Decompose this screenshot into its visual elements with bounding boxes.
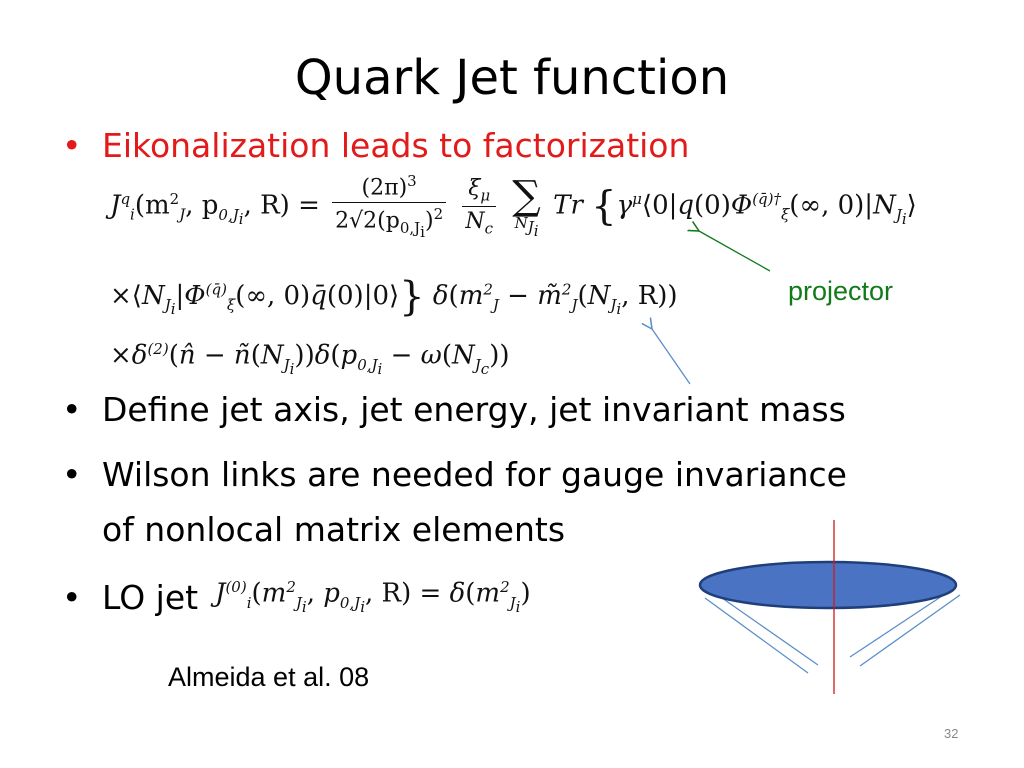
page-number: 32 bbox=[944, 726, 959, 741]
bullet-marker: • bbox=[62, 126, 82, 165]
bullet-lo-jet: • LO jet bbox=[62, 578, 198, 618]
citation: Almeida et al. 08 bbox=[168, 662, 370, 692]
jet-cone-lines bbox=[704, 591, 961, 674]
bullet-eikonalization: • Eikonalization leads to factorization bbox=[62, 126, 689, 166]
equation-line-3: ×δ(2)(n̂ − ñ(NJi))δ(p0,Ji − ω(NJc)) bbox=[110, 340, 510, 378]
projector-arrow-green bbox=[699, 231, 771, 272]
slide-title: Quark Jet function bbox=[294, 50, 730, 106]
equation-line-2: ×⟨NJi|Φ(q̄)ξ(∞, 0)q̄(0)|0⟩} δ(m2J − m̃2J… bbox=[110, 274, 678, 320]
bullet-text: Define jet axis, jet energy, jet invaria… bbox=[102, 390, 846, 429]
lo-jet-equation: J(0)i(m2Ji, p0,Ji, R) = δ(m2Ji) bbox=[215, 578, 531, 616]
bullet-define-jet: • Define jet axis, jet energy, jet invari… bbox=[62, 390, 846, 430]
bullet-marker: • bbox=[62, 390, 82, 429]
bullet-text: Eikonalization leads to factorization bbox=[102, 126, 690, 165]
bullet-wilson-links: • Wilson links are needed for gauge invar… bbox=[62, 455, 847, 495]
bullet-text: Wilson links are needed for gauge invari… bbox=[102, 455, 847, 494]
bullet-marker: • bbox=[62, 455, 82, 494]
jet-cone-ellipse bbox=[698, 560, 958, 610]
bullet-marker: • bbox=[62, 578, 82, 617]
bullet-wilson-links-continuation: of nonlocal matrix elements bbox=[102, 510, 566, 549]
sum-symbol: ∑NJi bbox=[512, 172, 541, 240]
projector-label: projector bbox=[788, 276, 894, 306]
projector-arrow-blue bbox=[652, 329, 691, 385]
bullet-text: LO jet bbox=[102, 578, 199, 617]
